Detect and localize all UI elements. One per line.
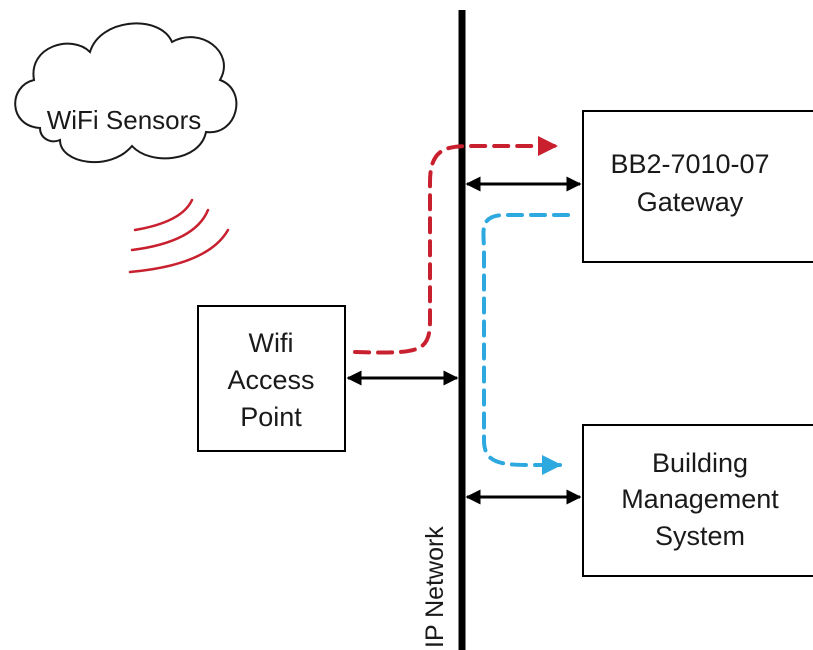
cloud-icon <box>14 22 238 164</box>
gateway-node: BB2-7010-07 Gateway <box>582 110 813 263</box>
gateway-label-line-1: BB2-7010-07 <box>610 149 769 179</box>
gateway-box <box>582 110 813 263</box>
wifi-signal-icon <box>128 198 230 274</box>
bms-label-line-1: Building <box>652 448 748 478</box>
bms-label-line-2: Management <box>621 484 779 514</box>
access-point-label-line-3: Point <box>240 402 302 432</box>
bms-box <box>582 424 813 577</box>
wifi-access-point: Wifi Access Point <box>197 305 346 452</box>
wifi-sensors-label: WiFi Sensors <box>47 105 202 135</box>
gateway-label-line-2: Gateway <box>637 187 744 217</box>
access-point-label-line-1: Wifi <box>249 328 294 358</box>
bms-label-line-3: System <box>655 521 745 551</box>
bms-data-flow-blue <box>481 213 570 475</box>
building-management-system: Building Management System <box>582 424 813 577</box>
access-point-box <box>197 305 346 452</box>
ip-network-label: IP Network <box>421 526 449 648</box>
access-point-label-line-2: Access <box>227 365 314 395</box>
sensor-data-flow-red <box>353 136 558 355</box>
wifi-sensors-cloud: WiFi Sensors <box>14 22 238 164</box>
